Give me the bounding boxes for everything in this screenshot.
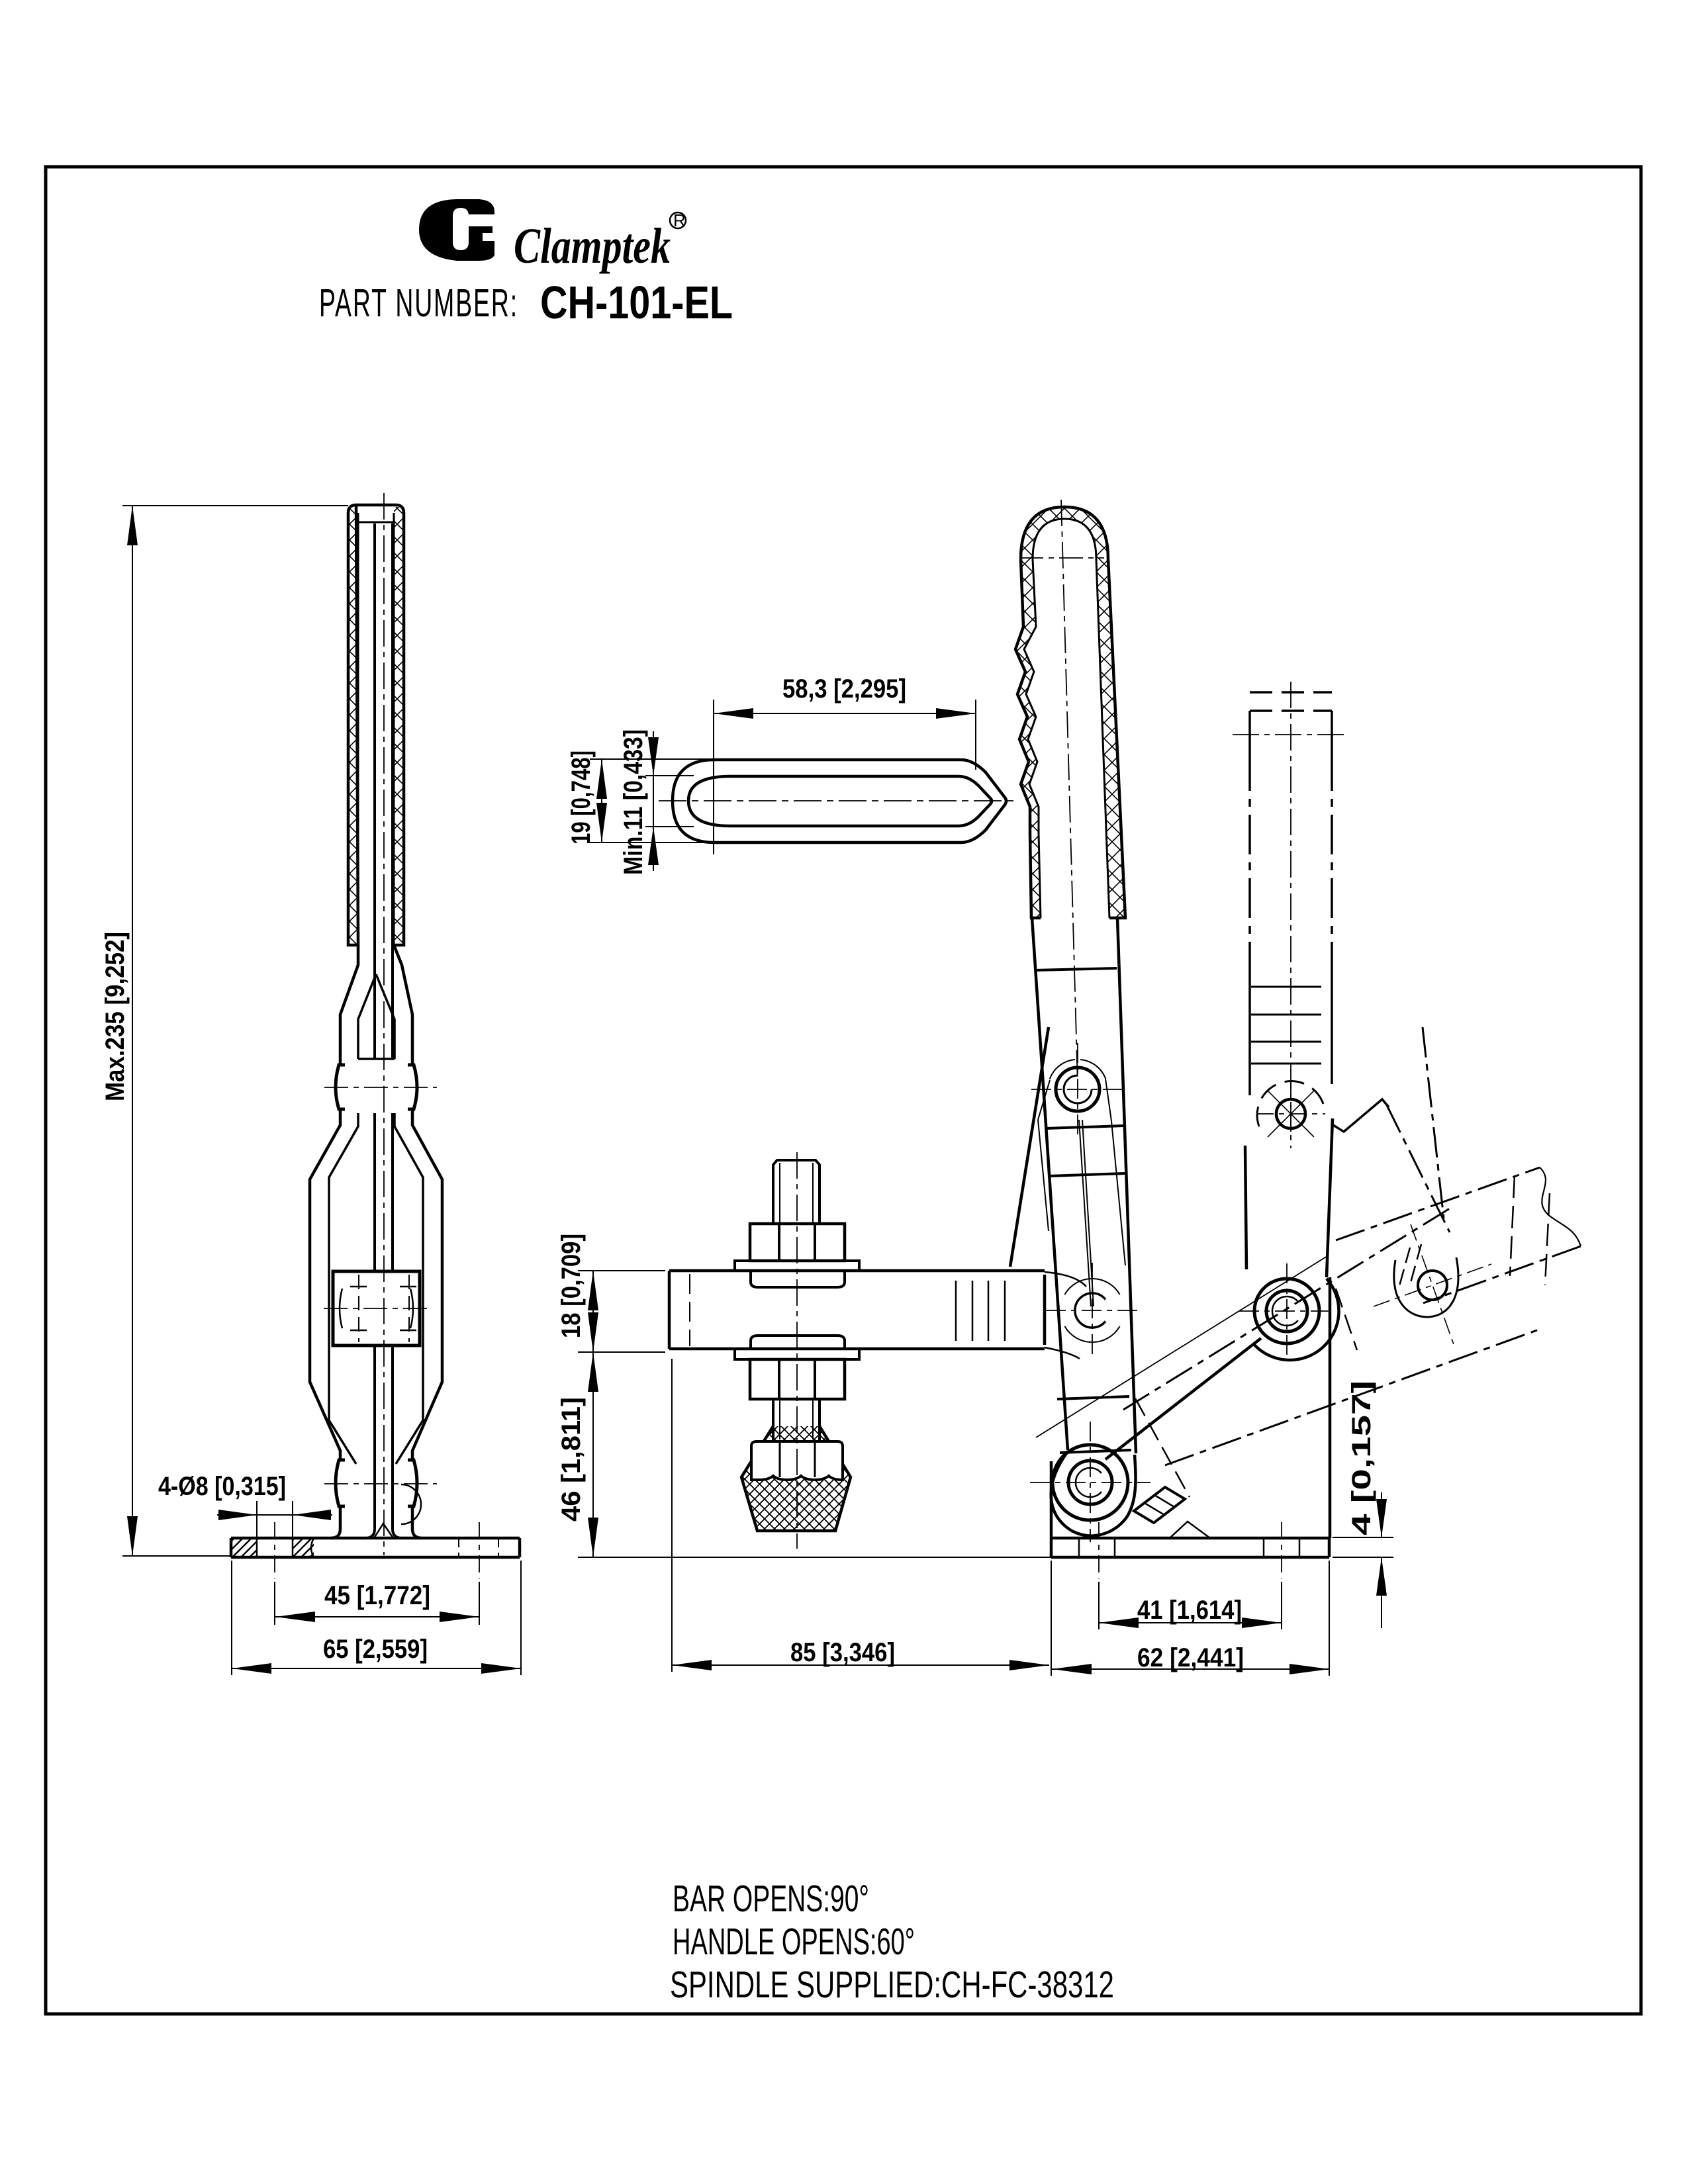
svg-text:46 [1,811]: 46 [1,811] bbox=[557, 1397, 586, 1522]
svg-text:Clamptek: Clamptek bbox=[514, 218, 671, 274]
svg-text:R: R bbox=[673, 210, 686, 230]
svg-text:SPINDLE SUPPLIED:CH-FC-38312: SPINDLE SUPPLIED:CH-FC-38312 bbox=[670, 1964, 1114, 2006]
svg-text:BAR OPENS:90°: BAR OPENS:90° bbox=[673, 1878, 869, 1920]
svg-text:41 [1,614]: 41 [1,614] bbox=[1137, 1596, 1242, 1625]
svg-text:CH-101-EL: CH-101-EL bbox=[540, 277, 733, 328]
svg-text:45 [1,772]: 45 [1,772] bbox=[324, 1581, 430, 1610]
svg-text:Max.235 [9,252]: Max.235 [9,252] bbox=[101, 932, 130, 1101]
svg-text:4-Ø8 [0,315]: 4-Ø8 [0,315] bbox=[158, 1472, 286, 1501]
svg-text:HANDLE OPENS:60°: HANDLE OPENS:60° bbox=[673, 1921, 915, 1963]
svg-text:58,3 [2,295]: 58,3 [2,295] bbox=[782, 674, 906, 704]
svg-text:4 [0,157]: 4 [0,157] bbox=[1347, 1381, 1376, 1535]
svg-text:65 [2,559]: 65 [2,559] bbox=[323, 1635, 428, 1664]
svg-text:PART NUMBER:: PART NUMBER: bbox=[319, 281, 518, 325]
svg-text:Min.11 [0,433]: Min.11 [0,433] bbox=[619, 729, 648, 875]
svg-text:18 [0,709]: 18 [0,709] bbox=[557, 1234, 586, 1338]
svg-text:19 [0,748]: 19 [0,748] bbox=[567, 751, 596, 844]
svg-text:85 [3,346]: 85 [3,346] bbox=[790, 1638, 895, 1667]
svg-text:62 [2,441]: 62 [2,441] bbox=[1137, 1643, 1244, 1672]
